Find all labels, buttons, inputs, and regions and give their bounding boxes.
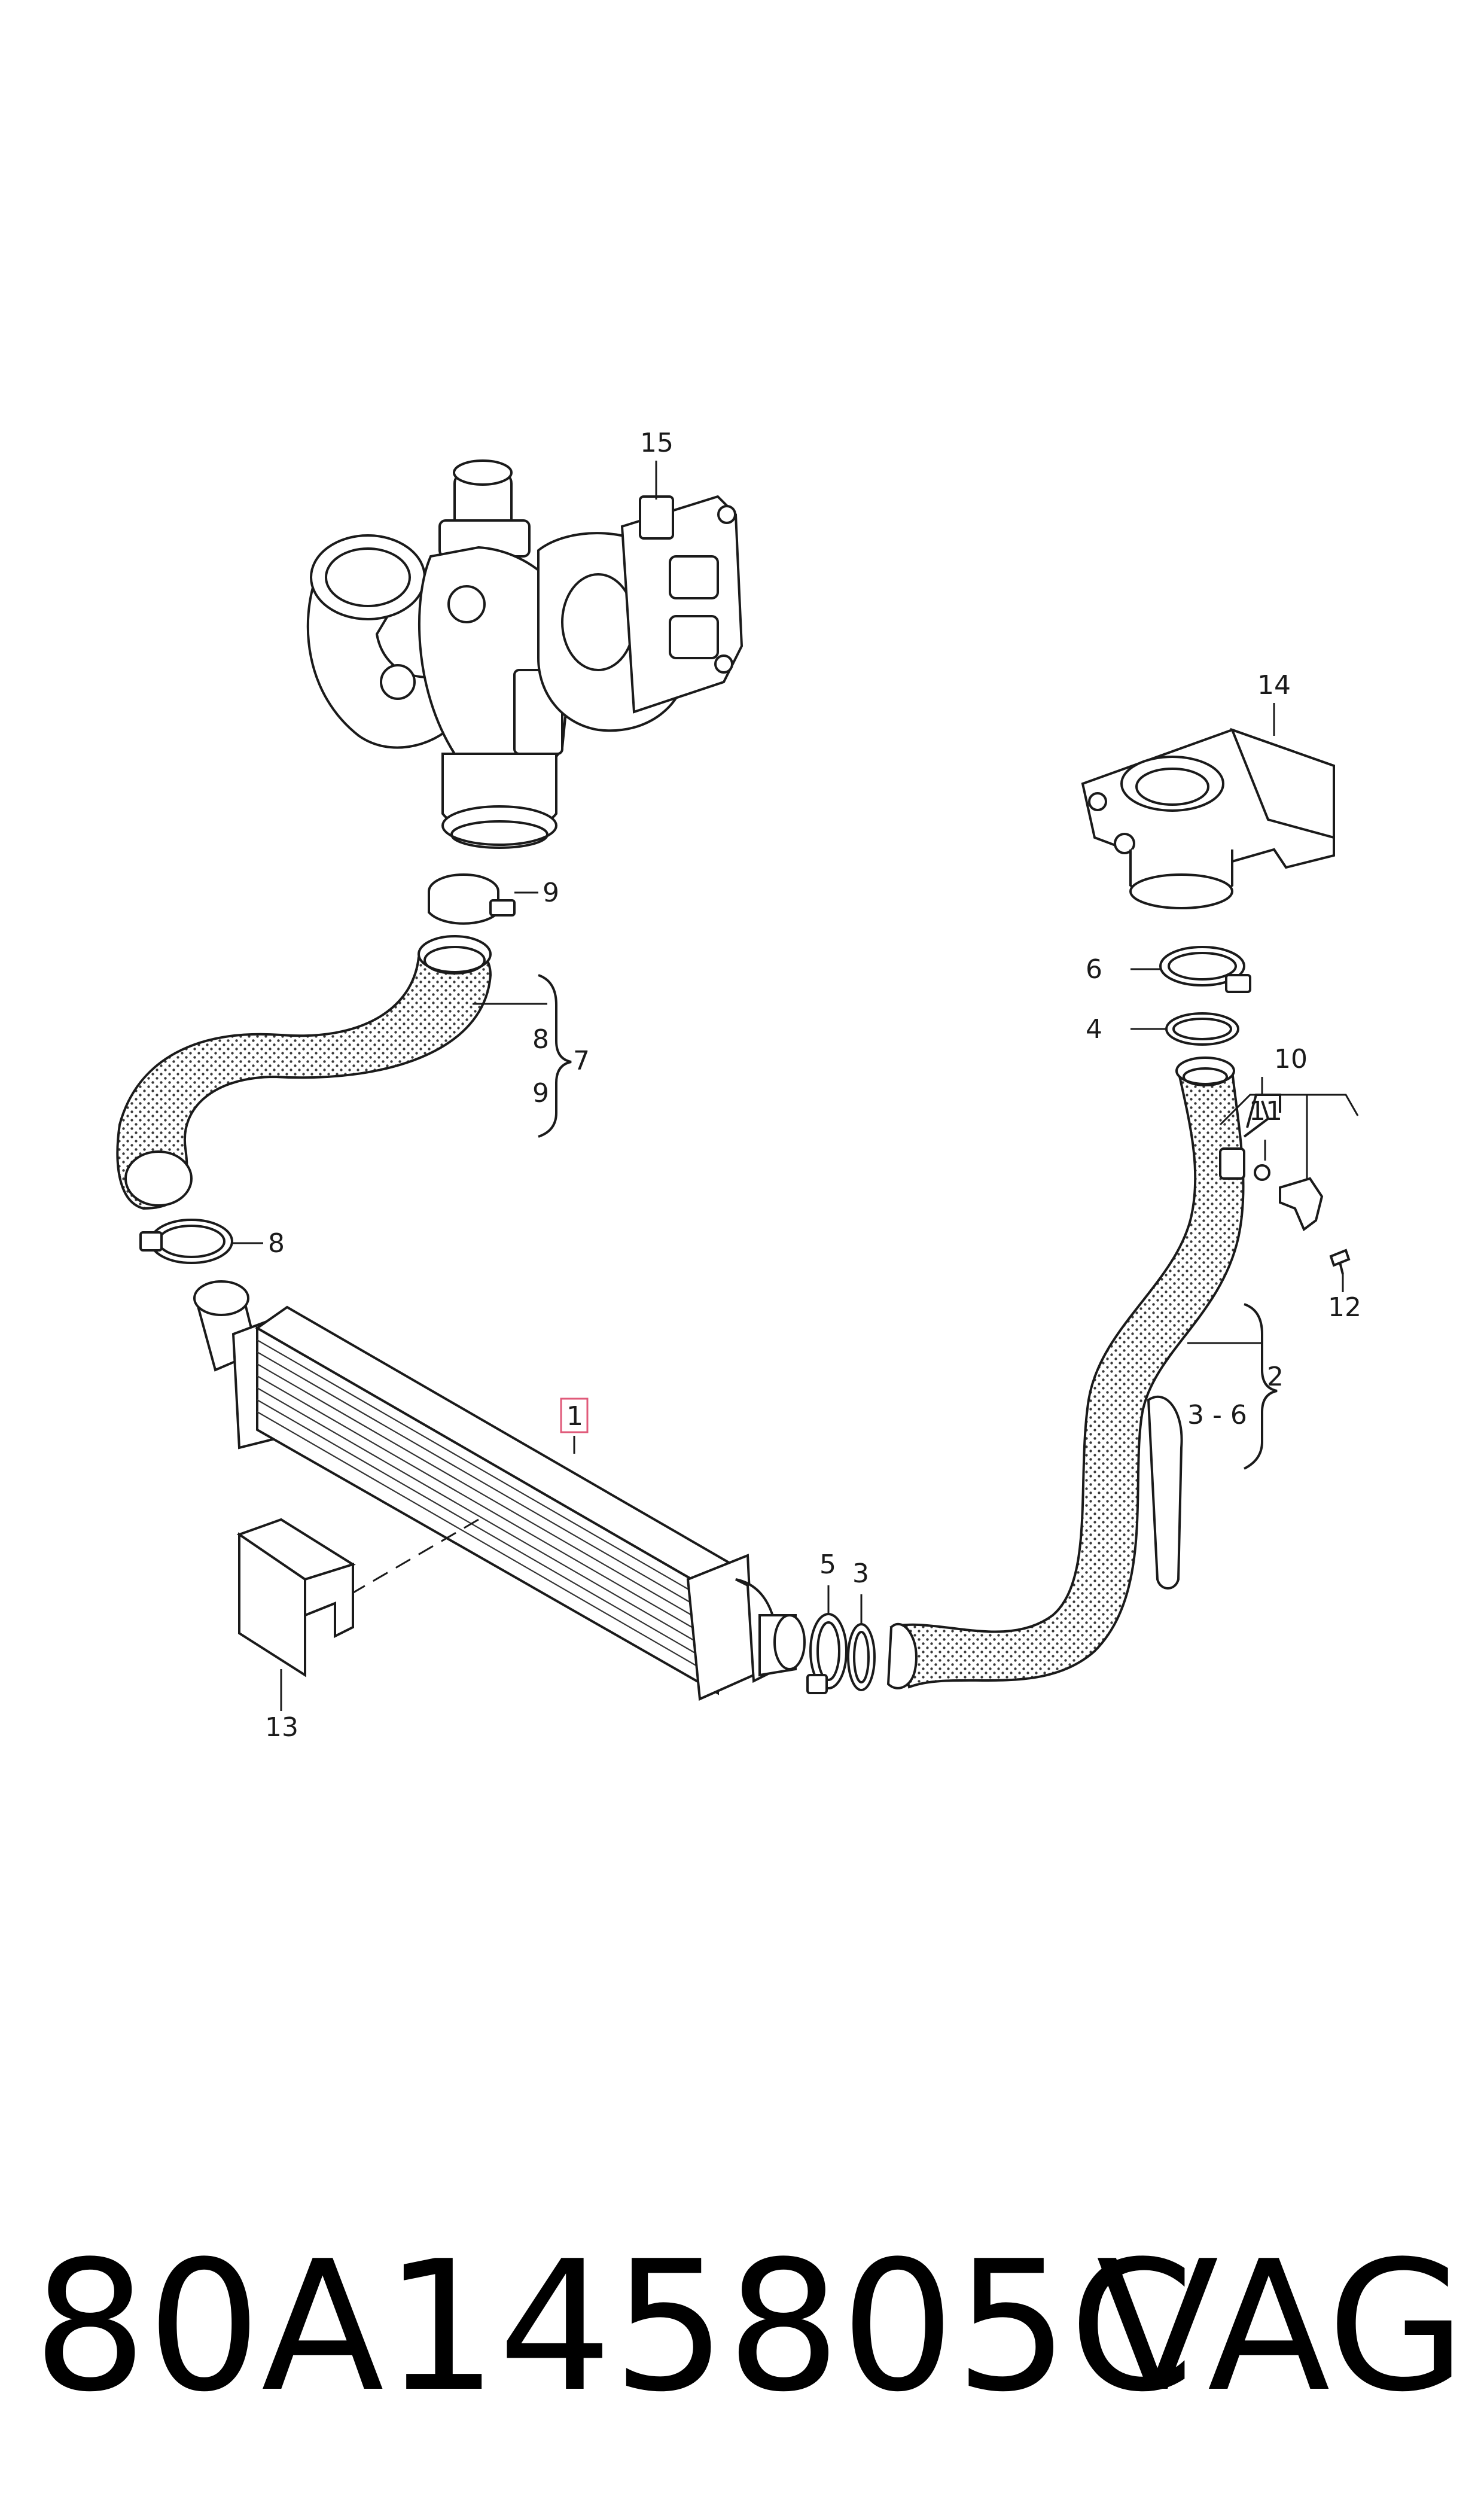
callout-3: 3: [852, 1558, 869, 1589]
callout-7: 7: [573, 1046, 590, 1076]
callout-8-bottom: 8: [268, 1228, 285, 1259]
brace-7-8-9: [473, 974, 572, 1138]
hose-clamp-5: [806, 1585, 848, 1694]
callout-4: 4: [1086, 1014, 1102, 1045]
callout-5: 5: [819, 1549, 836, 1580]
footer-caption: 80A145805C VAG: [0, 2213, 1484, 2453]
callout-1: 1: [566, 1401, 583, 1432]
hose-clamp-6: [1130, 946, 1251, 993]
highlight-frame: [560, 1397, 589, 1433]
brace-2-3-6: [1187, 1303, 1278, 1470]
intercooler: [193, 1280, 806, 1701]
callout-12: 12: [1328, 1292, 1361, 1323]
callout-9-top: 9: [543, 878, 559, 908]
callout-6: 6: [1086, 954, 1102, 985]
callout-8-top: 8: [532, 1024, 549, 1055]
callout-13: 13: [265, 1712, 298, 1743]
turbocharger: [306, 459, 743, 849]
part-number: 80A145805C: [33, 2222, 1194, 2431]
callout-10: 10: [1274, 1044, 1308, 1074]
exploded-parts-diagram: 1 2 3 - 6 3 4 5 6 7 8 8 9 9 10 11 12 13 …: [116, 428, 1361, 1743]
hose-clamp-9: [428, 873, 538, 925]
pressure-sensor-group: [1219, 1077, 1359, 1292]
o-ring-4: [1130, 1012, 1239, 1046]
charge-air-hose-7: [116, 935, 492, 1210]
callout-14: 14: [1257, 670, 1291, 701]
callout-9-bottom: 9: [532, 1078, 549, 1109]
callout-3-6: 3 - 6: [1187, 1400, 1247, 1430]
charge-air-hose-2: [886, 1056, 1245, 1689]
cover-bracket-13: [236, 1518, 356, 1711]
brand-name: VAG: [1096, 2222, 1466, 2431]
callout-2: 2: [1267, 1362, 1284, 1392]
callout-15: 15: [640, 428, 674, 458]
o-ring-3: [847, 1594, 876, 1691]
callout-11: 11: [1249, 1096, 1282, 1126]
diagram-svg: 1 2 3 - 6 3 4 5 6 7 8 8 9 9 10 11 12 13 …: [116, 428, 1361, 1743]
hose-clamp-8: [139, 1219, 263, 1264]
throttle-body: [1081, 703, 1335, 909]
